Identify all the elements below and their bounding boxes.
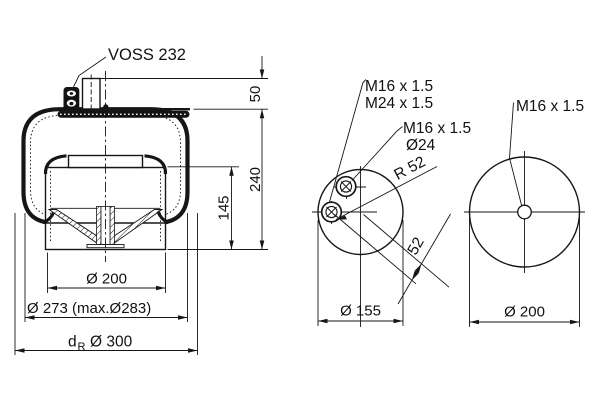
combo-port-label-1: M16 x 1.5 bbox=[365, 78, 433, 95]
dim-52-ext2 bbox=[334, 214, 417, 285]
combo-port-label-2: M24 x 1.5 bbox=[365, 95, 433, 112]
dim-d273-label: Ø 273 (max.Ø283) bbox=[27, 300, 151, 317]
boss-wall-left bbox=[96, 206, 102, 245]
piston-fold-right bbox=[144, 154, 168, 175]
dim-d300-value: Ø 300 bbox=[90, 334, 133, 351]
dim-52-ext1 bbox=[363, 214, 450, 288]
bellows-bottom-curl-right bbox=[156, 210, 169, 224]
combo-port bbox=[320, 201, 343, 224]
dim-d300-prefix: d bbox=[68, 334, 77, 351]
dim-50-label: 50 bbox=[247, 86, 264, 103]
piston-fold-left bbox=[43, 154, 67, 175]
boss-wall-right bbox=[109, 206, 115, 245]
r52-label: R 52 bbox=[391, 153, 428, 183]
top-plate-bead bbox=[57, 110, 190, 118]
piston-plate-view: M16 x 1.5 Ø 200 bbox=[464, 98, 585, 327]
dim-d155-label: Ø 155 bbox=[340, 303, 381, 320]
dim-52-line bbox=[397, 213, 451, 305]
spigot-port-label-2: Ø24 bbox=[406, 137, 436, 154]
top-plate-port-view: M16 x 1.5 M24 x 1.5 M16 x 1.5 Ø24 R 52 5… bbox=[312, 78, 471, 327]
voss-label: VOSS 232 bbox=[108, 46, 186, 64]
dim-plate-d200-label: Ø 200 bbox=[504, 304, 545, 321]
spigot-port-leader bbox=[351, 126, 403, 181]
dim-145-label: 145 bbox=[216, 195, 233, 220]
dim-52-label: 52 bbox=[404, 235, 427, 258]
center-port-label: M16 x 1.5 bbox=[516, 98, 584, 115]
dim-d200-label: Ø 200 bbox=[86, 271, 127, 288]
bellows-inner-wall bbox=[30, 115, 181, 217]
dim-240-label: 240 bbox=[247, 167, 264, 192]
dim-d300-sub: R bbox=[78, 341, 86, 353]
center-port-leader bbox=[509, 102, 522, 206]
r52-leader bbox=[335, 166, 438, 220]
combo-port-leader bbox=[329, 79, 367, 203]
voss-leader bbox=[73, 56, 107, 88]
center-port-hole bbox=[517, 204, 532, 220]
spigot-port bbox=[334, 175, 366, 199]
spigot-port-label-1: M16 x 1.5 bbox=[403, 120, 471, 137]
side-section-view: VOSS 232 bbox=[21, 46, 190, 262]
left-view-dimensions: 50 240 145 Ø 200 Ø 273 (max.Ø283) d R bbox=[14, 56, 268, 355]
center-rivet bbox=[103, 104, 109, 110]
voss-fitting bbox=[63, 87, 80, 112]
